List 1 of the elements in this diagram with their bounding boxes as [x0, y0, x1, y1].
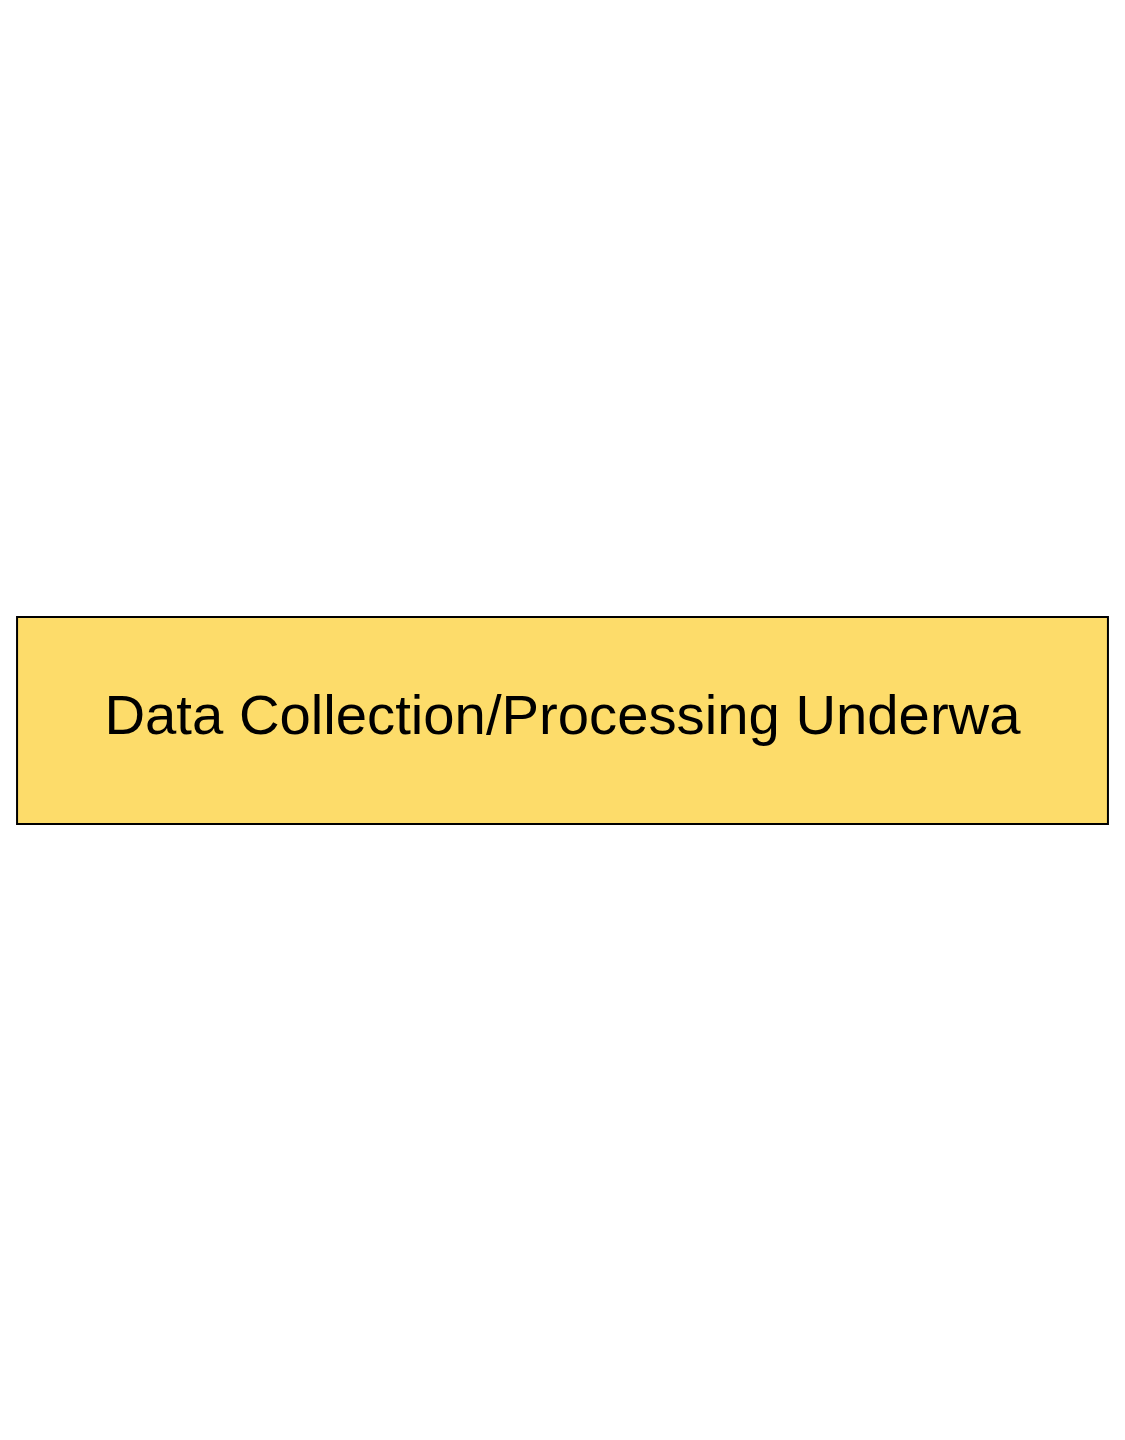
- node-box: Data Collection/Processing Underwa: [16, 615, 1109, 825]
